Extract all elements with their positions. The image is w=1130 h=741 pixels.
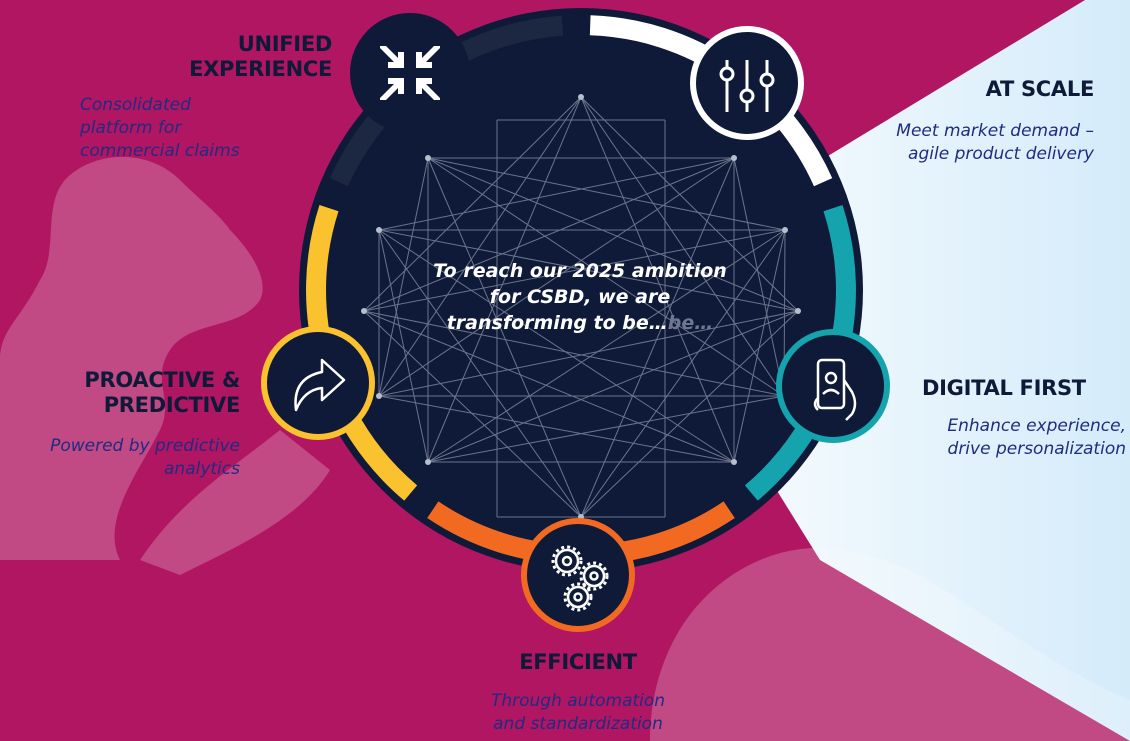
star-line: [378, 229, 735, 463]
star-line: [427, 229, 786, 463]
sliders-icon: [719, 60, 775, 112]
at-scale-badge: [690, 26, 804, 140]
compress-arrows-icon: [380, 46, 440, 100]
center-circle: [299, 8, 863, 572]
at-scale-title: AT SCALE: [985, 77, 1095, 101]
star-line: [378, 229, 582, 518]
star-node: [731, 155, 737, 161]
star-line: [378, 229, 429, 463]
digital-first-badge: [776, 329, 890, 443]
share-arrow-icon: [294, 358, 346, 412]
star-line: [378, 157, 735, 231]
star-line: [378, 229, 799, 312]
star-line: [378, 395, 735, 463]
unified-experience-badge: [350, 13, 470, 133]
star-line: [378, 157, 429, 397]
star-node: [782, 227, 788, 233]
star-line: [733, 157, 785, 397]
center-line-2: for CSBD, we are: [489, 286, 671, 308]
star-line: [363, 229, 786, 312]
star-line: [427, 157, 799, 312]
efficient-title: EFFICIENT: [519, 650, 637, 674]
unified-experience-description: Consolidated platform for commercial cla…: [80, 94, 300, 163]
gears-icon: [551, 545, 609, 612]
proactive-desc-line-1: Powered by predictive: [50, 436, 240, 456]
proactive-title-line-1: PROACTIVE &: [84, 368, 240, 392]
star-line: [363, 310, 735, 463]
unified-title-line-2: EXPERIENCE: [189, 57, 332, 81]
center-line-3: transforming to be…be…: [410, 310, 750, 336]
star-line: [580, 229, 786, 518]
star-line: [378, 157, 735, 397]
star-node: [795, 308, 801, 314]
unified-experience-title: UNIFIED EXPERIENCE: [150, 32, 332, 82]
unified-desc-line-3: commercial claims: [80, 141, 240, 161]
efficient-description: Through automation and standardization: [458, 690, 698, 736]
at-scale-description: Meet market demand – agile product deliv…: [830, 120, 1094, 166]
proactive-predictive-badge: [261, 326, 375, 440]
star-line: [427, 157, 785, 397]
center-statement: To reach our 2025 ambition for CSBD, we …: [410, 258, 750, 336]
star-line: [580, 96, 799, 312]
digital-first-desc-line-2: drive personalization: [947, 439, 1126, 459]
center-echo: be…: [667, 312, 714, 334]
geometric-star-lines: [363, 96, 799, 518]
star-line: [378, 310, 799, 397]
at-scale-desc-line-1: Meet market demand –: [896, 121, 1094, 141]
star-line: [427, 395, 785, 463]
star-node: [376, 393, 382, 399]
star-node: [425, 155, 431, 161]
star-line: [363, 310, 785, 397]
digital-first-desc-line-1: Enhance experience,: [947, 416, 1126, 436]
star-line: [378, 96, 582, 397]
proactive-predictive-description: Powered by predictive analytics: [0, 435, 240, 481]
center-line-3-text: transforming to be…: [446, 312, 668, 334]
star-node: [361, 308, 367, 314]
star-line: [363, 157, 735, 312]
star-node: [578, 94, 584, 100]
star-line: [363, 96, 582, 312]
proactive-desc-line-2: analytics: [164, 459, 240, 479]
proactive-title-line-2: PREDICTIVE: [103, 393, 241, 417]
proactive-predictive-title: PROACTIVE & PREDICTIVE: [20, 368, 240, 418]
star-line: [427, 310, 799, 463]
star-node: [731, 459, 737, 465]
decorative-blob-left: [0, 156, 330, 575]
star-node: [425, 459, 431, 465]
star-line: [580, 157, 735, 518]
star-line: [580, 96, 785, 397]
unified-title-line-1: UNIFIED: [237, 32, 333, 56]
star-line: [427, 157, 582, 518]
star-node: [376, 227, 382, 233]
digital-first-description: Enhance experience, drive personalizatio…: [896, 415, 1126, 461]
star-line: [363, 310, 582, 518]
center-line-1: To reach our 2025 ambition: [433, 260, 727, 282]
star-line: [427, 157, 786, 231]
efficient-badge: [521, 518, 635, 632]
efficient-desc-line-1: Through automation: [490, 691, 666, 711]
efficient-desc-line-2: and standardization: [493, 714, 663, 734]
hand-phone-icon: [813, 358, 857, 421]
at-scale-desc-line-2: agile product delivery: [908, 144, 1094, 164]
unified-desc-line-2: platform for: [80, 118, 182, 138]
digital-first-title: DIGITAL FIRST: [922, 376, 1086, 400]
unified-desc-line-1: Consolidated: [80, 95, 191, 115]
decorative-blob-right: [650, 547, 1130, 741]
star-line: [733, 229, 786, 463]
